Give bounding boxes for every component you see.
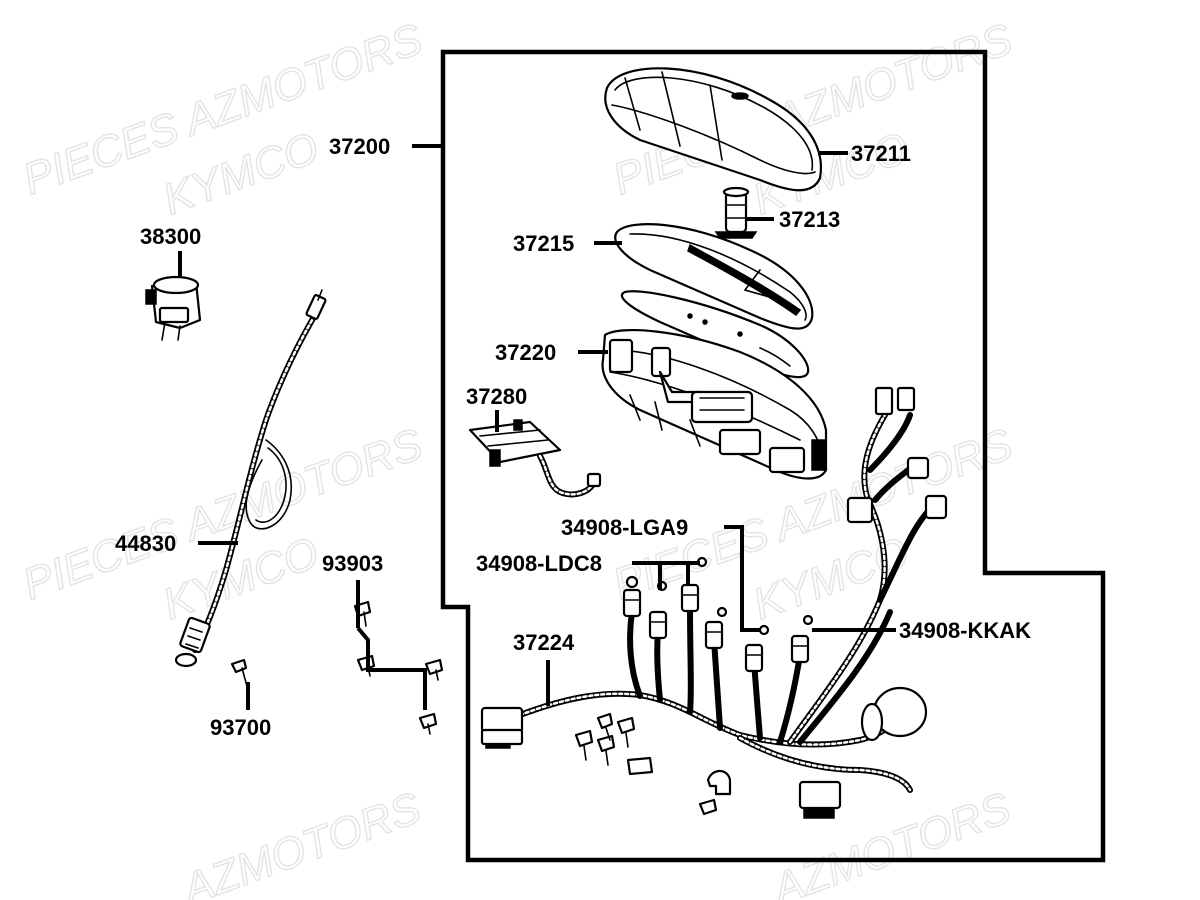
switch-part: [145, 275, 202, 341]
label-93903: 93903: [322, 551, 383, 576]
label-37213: 37213: [779, 207, 840, 232]
speedometer-cable: [174, 289, 327, 668]
label-37224: 37224: [513, 630, 575, 655]
assembly-boundary: [440, 49, 1106, 863]
label-37200: 37200: [329, 134, 390, 159]
meter-top-cover: [604, 67, 822, 192]
label-38300: 38300: [140, 224, 201, 249]
label-34908-lga9: 34908-LGA9: [561, 515, 688, 540]
label-37215: 37215: [513, 231, 574, 256]
label-34908-ldc8: 34908-LDC8: [476, 551, 602, 576]
label-44830: 44830: [115, 531, 176, 556]
wire-harness: [480, 386, 948, 819]
label-93700: 93700: [210, 715, 271, 740]
watermark-text: AZMOTORS: [174, 783, 427, 900]
bulb-socket-lga9: [622, 588, 642, 618]
meter-face-plate: [620, 290, 810, 379]
label-34908-kkak: 34908-KKAK: [899, 618, 1031, 643]
part-labels: 37200 37211 37213 37215 37220 37280 3830…: [115, 134, 1031, 740]
meter-housing: [601, 328, 828, 480]
label-37280: 37280: [466, 384, 527, 409]
bulb-socket: [714, 186, 758, 239]
leader-lines: [178, 144, 896, 710]
label-37211: 37211: [851, 141, 911, 166]
label-37220: 37220: [495, 340, 556, 365]
screw-93700: [230, 658, 249, 691]
meter-lens: [614, 223, 814, 330]
indicator-board: [468, 419, 602, 498]
